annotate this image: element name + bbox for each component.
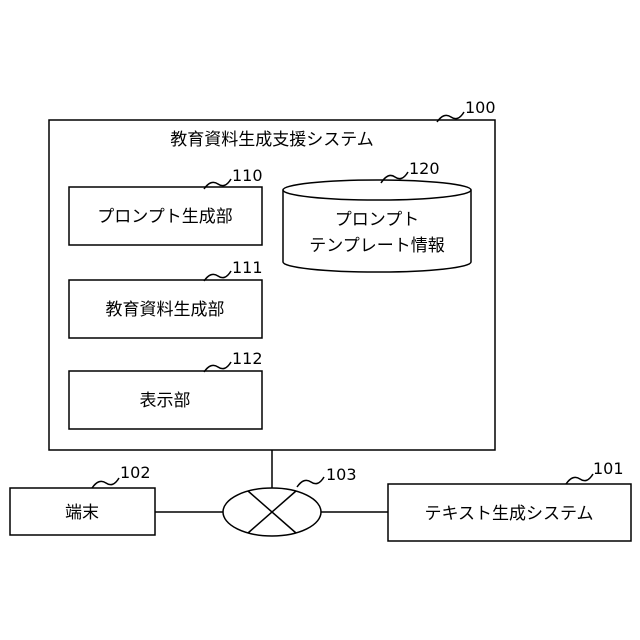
system-title: 教育資料生成支援システム: [170, 130, 374, 150]
terminal-label: 端末: [65, 503, 99, 523]
network-node: [223, 488, 321, 536]
text-generation-label: テキスト生成システム: [425, 504, 594, 524]
system-ref: 100: [465, 98, 496, 117]
textgen-ref-leader: [566, 474, 593, 484]
display-label: 表示部: [140, 391, 191, 411]
education-material-generation-label: 教育資料生成部: [106, 300, 225, 320]
module-111-ref: 111: [232, 258, 263, 277]
database-label-line2: テンプレート情報: [309, 236, 445, 256]
terminal-ref-leader: [92, 478, 119, 488]
terminal-ref: 102: [120, 463, 151, 482]
network-ref-leader: [297, 477, 324, 487]
database-label-line1: プロンプト: [335, 210, 420, 230]
module-112-ref: 112: [232, 349, 263, 368]
network-ref: 103: [326, 465, 357, 484]
textgen-ref: 101: [593, 459, 624, 478]
prompt-generation-label: プロンプト生成部: [97, 207, 233, 227]
module-110-ref: 110: [232, 166, 263, 185]
database-ref: 120: [409, 159, 440, 178]
